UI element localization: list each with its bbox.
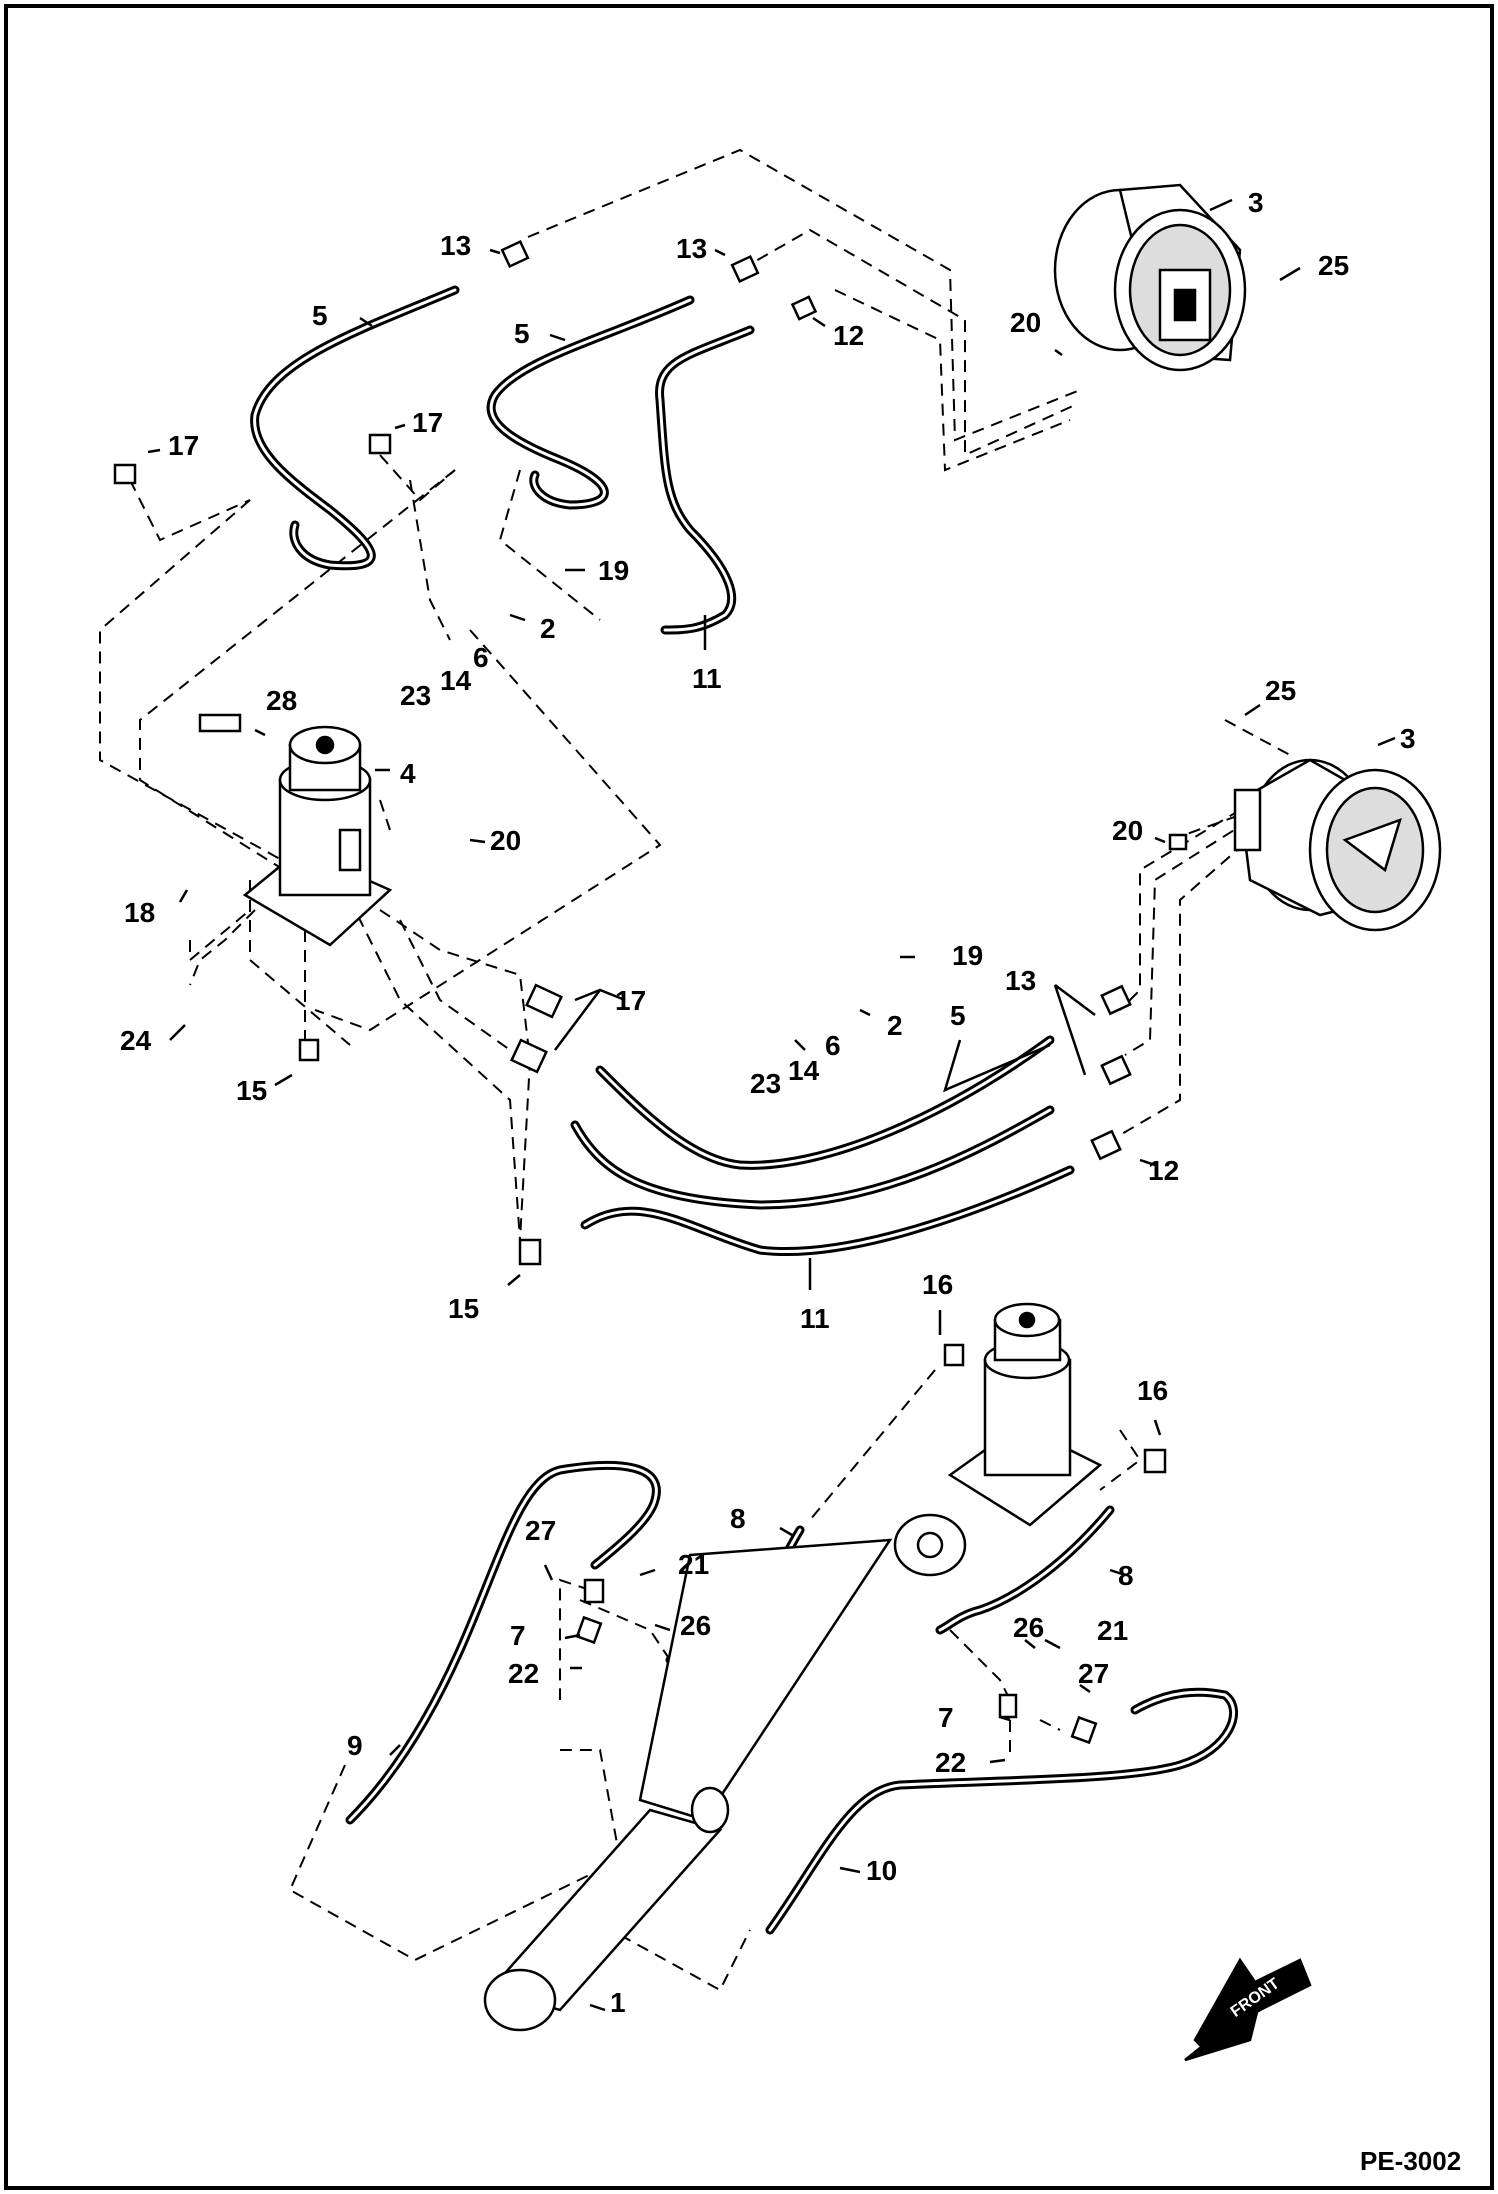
component-drawings [113, 183, 1442, 2062]
callout-5: 5 [950, 1000, 966, 1031]
callout-4: 4 [400, 758, 416, 789]
fittings [113, 239, 1188, 1745]
callout-28: 28 [266, 685, 297, 716]
callout-13: 13 [676, 233, 707, 264]
callout-27: 27 [525, 1515, 556, 1546]
callout-8: 8 [730, 1503, 746, 1534]
callout-8: 8 [1118, 1560, 1134, 1591]
callout-16: 16 [922, 1269, 953, 1300]
callout-20: 20 [490, 825, 521, 856]
callout-3: 3 [1248, 187, 1264, 218]
callout-7: 7 [510, 1620, 526, 1651]
callout-26: 26 [680, 1610, 711, 1641]
callout-5: 5 [514, 318, 530, 349]
callout-25: 25 [1318, 250, 1349, 281]
travel-motor-upper [1053, 183, 1247, 372]
callout-6: 6 [473, 642, 489, 673]
callout-1: 1 [610, 1987, 626, 2018]
callout-21: 21 [678, 1549, 709, 1580]
callout-20: 20 [1112, 815, 1143, 846]
callout-17: 17 [168, 430, 199, 461]
swivel-joint-upper [242, 725, 393, 947]
callout-15: 15 [448, 1293, 479, 1324]
callout-17: 17 [412, 407, 443, 438]
callout-14: 14 [440, 665, 472, 696]
callout-19: 19 [952, 940, 983, 971]
callout-20: 20 [1010, 307, 1041, 338]
callout-18: 18 [124, 897, 155, 928]
callout-5: 5 [312, 300, 328, 331]
callout-16: 16 [1137, 1375, 1168, 1406]
dashed-routing-lines [99, 148, 1291, 1992]
callout-14: 14 [788, 1055, 820, 1086]
callout-11: 11 [800, 1303, 830, 1334]
swivel-joint-lower [947, 1302, 1103, 1527]
callout-13: 13 [1005, 965, 1036, 996]
callout-6: 6 [825, 1030, 841, 1061]
hydraulic-cylinder [483, 1513, 967, 2032]
callout-10: 10 [866, 1855, 897, 1886]
hose-lines [250, 285, 1239, 1935]
callout-21: 21 [1097, 1615, 1128, 1646]
callout-9: 9 [347, 1730, 363, 1761]
callout-25: 25 [1265, 675, 1296, 706]
callout-13: 13 [440, 230, 471, 261]
front-arrow [1184, 1957, 1312, 2062]
callout-12: 12 [833, 320, 864, 351]
callout-27: 27 [1078, 1658, 1109, 1689]
callout-2: 2 [540, 613, 556, 644]
callout-15: 15 [236, 1075, 267, 1106]
callout-26: 26 [1013, 1612, 1044, 1643]
leader-lines [147, 198, 1396, 2012]
callout-7: 7 [938, 1702, 954, 1733]
callout-3: 3 [1400, 723, 1416, 754]
callout-22: 22 [935, 1747, 966, 1778]
callout-11: 11 [692, 663, 722, 694]
page-border [4, 4, 1494, 2190]
callout-17: 17 [615, 985, 646, 1016]
callout-12: 12 [1148, 1155, 1179, 1186]
callout-19: 19 [598, 555, 629, 586]
callout-24: 24 [120, 1025, 152, 1056]
callout-22: 22 [508, 1658, 539, 1689]
callout-2: 2 [887, 1010, 903, 1041]
page-code: PE-3002 [1360, 2146, 1461, 2176]
callout-23: 23 [400, 680, 431, 711]
callout-23: 23 [750, 1068, 781, 1099]
travel-motor-lower [1233, 758, 1442, 932]
